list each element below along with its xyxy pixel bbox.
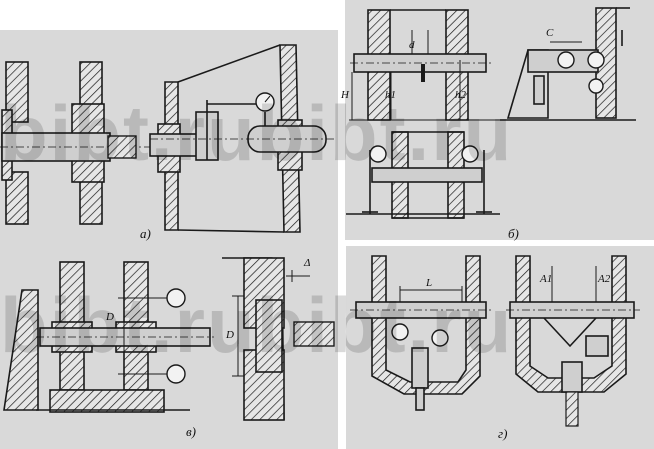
panel-g-dial-center — [431, 329, 449, 347]
label-h1: h1 — [385, 89, 396, 101]
watermark-top: bibt.rubibt.ru — [0, 89, 513, 177]
panel-b-lower-setup — [346, 131, 500, 219]
panel-g-left-housing — [371, 255, 481, 395]
label-A2: A2 — [597, 273, 611, 285]
label-C: C — [546, 27, 554, 39]
panel-v-dial-top — [166, 288, 186, 308]
panel-g-right-spindle — [561, 361, 583, 393]
panel-g-dial-left — [391, 323, 409, 341]
panel-v-bore-gauge — [222, 257, 335, 421]
panel-b-caption: б) — [508, 226, 519, 241]
panel-b-dial-right — [461, 145, 479, 163]
panel-v: D D Δ в) — [0, 246, 338, 449]
panel-b-dial-left — [369, 145, 387, 163]
label-D-right: D — [225, 329, 234, 341]
label-d: d — [409, 39, 415, 51]
panel-v-caption: в) — [186, 424, 196, 439]
label-h2: h2 — [455, 89, 467, 101]
panel-b: d H h1 h2 — [340, 0, 654, 241]
panel-g-caption: г) — [498, 426, 507, 441]
panel-b-side-fixture — [500, 7, 636, 121]
panel-g: L A1 A2 г) — [346, 246, 654, 449]
label-delta: Δ — [303, 257, 310, 269]
panel-a: а) — [0, 30, 338, 246]
panel-a-caption: а) — [140, 226, 151, 241]
label-L: L — [425, 277, 432, 289]
watermark-bottom: bibt.rubibt.ru — [0, 281, 513, 369]
panel-g-right-housing — [515, 255, 627, 393]
label-A1: A1 — [539, 273, 552, 285]
panel-v-support — [3, 289, 39, 411]
panel-v-micrometer — [293, 321, 335, 347]
panel-a-knurled-plug — [107, 135, 137, 159]
panel-b-test-shaft — [371, 167, 483, 183]
panel-v-dial-bottom — [166, 364, 186, 384]
label-D-left: D — [105, 311, 114, 323]
label-H: H — [340, 89, 350, 101]
